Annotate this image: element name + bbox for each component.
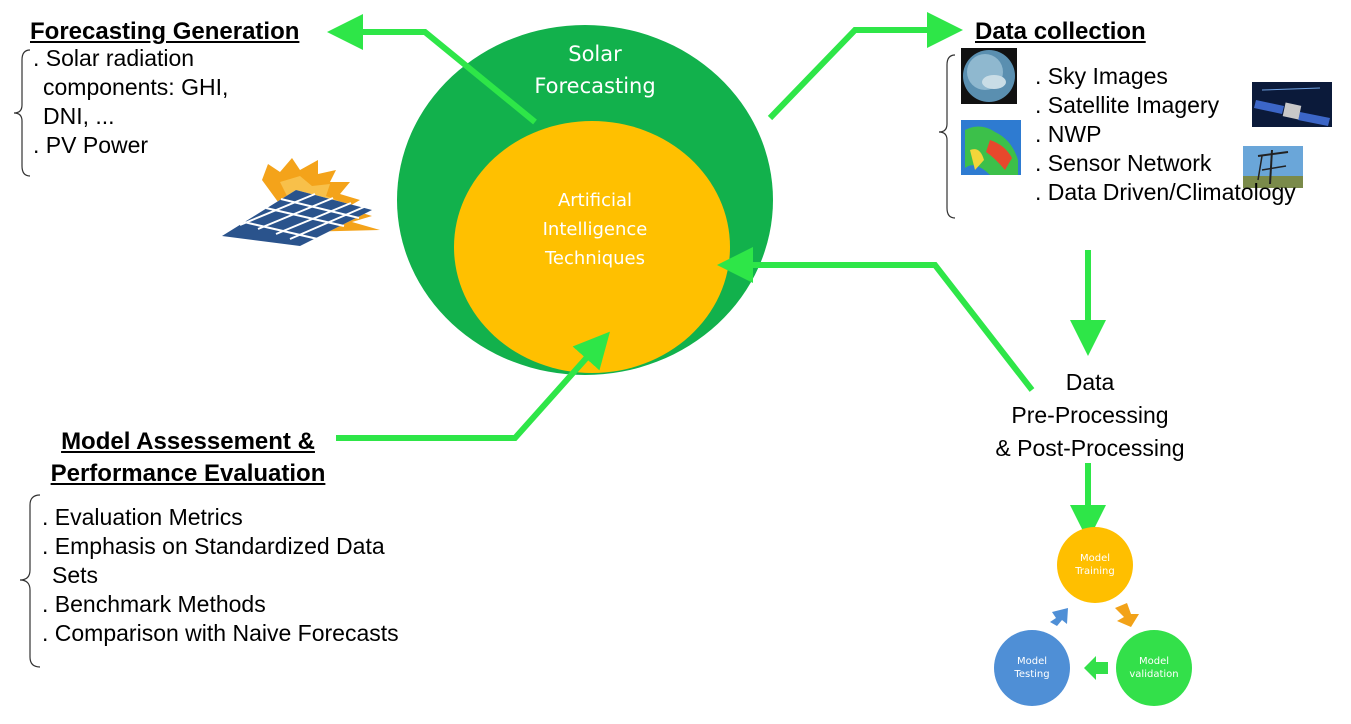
- preprocessing-line-2: Pre-Processing: [1011, 402, 1169, 428]
- solar-forecasting-line-2: Forecasting: [534, 74, 656, 98]
- arrow-to-forecasting: [327, 14, 537, 125]
- sensor-tower-icon: [1243, 146, 1303, 188]
- data-collection-item: . Sky Images: [1035, 63, 1168, 89]
- forecasting-generation-title: Forecasting Generation: [30, 18, 300, 45]
- model-testing-label: Model Testing: [992, 655, 1072, 681]
- forecasting-item: . Solar radiation: [33, 45, 195, 71]
- model-validation-circle: [1116, 630, 1192, 706]
- preprocessing-label: Data Pre-Processing & Post-Processing: [960, 366, 1220, 465]
- model-testing-circle: [994, 630, 1070, 706]
- brace-forecasting: [13, 49, 31, 177]
- validation-to-testing-arrow: [1084, 656, 1108, 680]
- model-assessment-title-line-1: Model Assessement &: [61, 428, 315, 455]
- ai-techniques-line-3: Techniques: [544, 248, 645, 269]
- ai-techniques-line-2: Intelligence: [542, 219, 648, 240]
- model-validation-label: Model validation: [1114, 655, 1194, 681]
- data-collection-list: . Sky Images . Satellite Imagery . NWP .…: [1035, 62, 1296, 207]
- solar-forecasting-label: Solar Forecasting: [515, 38, 675, 102]
- model-assessment-title: Model Assessement & Performance Evaluati…: [28, 426, 348, 490]
- solar-forecasting-line-1: Solar: [568, 42, 622, 66]
- ai-techniques-label: Artificial Intelligence Techniques: [515, 186, 675, 273]
- model-validation-line-2: validation: [1129, 669, 1179, 680]
- assessment-item: . Benchmark Methods: [42, 591, 266, 617]
- arrow-to-data-collection: [767, 12, 963, 121]
- assessment-item: . Emphasis on Standardized Data: [42, 533, 385, 559]
- training-to-validation-arrow: [1115, 603, 1139, 627]
- preprocessing-line-3: & Post-Processing: [995, 435, 1185, 461]
- model-validation-line-1: Model: [1138, 656, 1170, 667]
- ai-techniques-circle: [454, 121, 730, 373]
- model-training-circle: [1057, 527, 1133, 603]
- testing-to-training-arrow: [1050, 608, 1068, 626]
- data-collection-item: . NWP: [1035, 121, 1102, 147]
- brace-assessment: [19, 494, 41, 668]
- arrow-from-assessment: [336, 331, 610, 441]
- data-collection-title: Data collection: [975, 18, 1146, 45]
- preprocessing-line-1: Data: [1065, 369, 1115, 395]
- arrow-to-ai-techniques: [717, 247, 1035, 392]
- sky-image-icon: [961, 48, 1017, 104]
- brace-data-collection: [938, 54, 956, 219]
- forecasting-item: . PV Power: [33, 132, 149, 158]
- satellite-icon: [1252, 82, 1332, 127]
- assessment-item: . Comparison with Naive Forecasts: [42, 620, 399, 646]
- model-training-line-2: Training: [1075, 566, 1115, 577]
- model-assessment-title-line-2: Performance Evaluation: [50, 460, 326, 487]
- forecasting-generation-list: . Solar radiation components: GHI, DNI, …: [33, 44, 228, 160]
- weather-map-icon: [961, 120, 1021, 175]
- assessment-item: . Evaluation Metrics: [42, 504, 243, 530]
- solar-panel-sun-icon: [222, 158, 380, 246]
- assessment-item: Sets: [52, 562, 99, 588]
- model-assessment-list: . Evaluation Metrics . Emphasis on Stand…: [42, 503, 399, 648]
- model-training-label: Model Training: [1055, 552, 1135, 578]
- model-testing-line-2: Testing: [1014, 669, 1050, 680]
- ai-techniques-line-1: Artificial: [557, 190, 633, 211]
- data-collection-item: . Satellite Imagery: [1035, 92, 1220, 118]
- data-collection-item: . Sensor Network: [1035, 150, 1212, 176]
- data-collection-item: . Data Driven/Climatology: [1035, 179, 1296, 205]
- forecasting-item: DNI, ...: [43, 103, 115, 129]
- model-testing-line-1: Model: [1016, 656, 1048, 667]
- forecasting-item: components: GHI,: [43, 74, 229, 100]
- model-training-line-1: Model: [1079, 553, 1111, 564]
